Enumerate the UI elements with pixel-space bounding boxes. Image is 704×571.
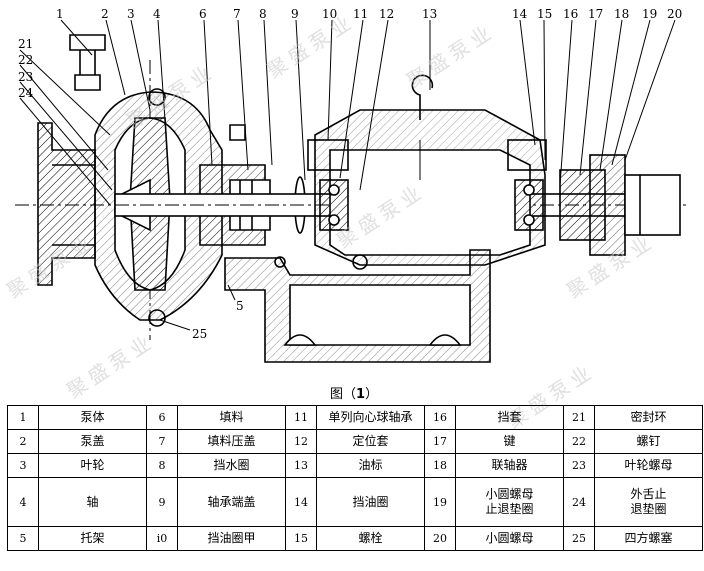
part-name-cell: 螺钉 [594,429,703,454]
callout-9: 9 [291,7,299,21]
callout-21: 21 [18,37,34,51]
callout-18: 18 [614,7,630,21]
part-number-cell: 14 [285,477,317,527]
callout-17: 17 [588,7,604,21]
caption-prefix: 图（ [330,387,357,402]
part-name-cell: 挡水圈 [177,453,286,478]
callout-13: 13 [422,7,438,21]
part-number-cell: 15 [285,526,317,551]
part-number-cell: 2 [7,429,39,454]
part-number-cell: 3 [7,453,39,478]
figure-caption: 图（1） [330,383,378,402]
part-name-cell: 填料压盖 [177,429,286,454]
part-name-cell: 挡油圈甲 [177,526,286,551]
part-name-cell: 单列向心球轴承 [316,405,425,430]
callout-6: 6 [199,7,207,21]
callout-11: 11 [353,7,369,21]
part-number-cell: 7 [146,429,178,454]
callout-3: 3 [127,7,135,21]
callout-16: 16 [563,7,579,21]
part-number-cell: 24 [563,477,595,527]
part-number-cell: i0 [146,526,178,551]
callout-19: 19 [642,7,658,21]
part-number-cell: 11 [285,405,317,430]
part-name-cell: 轴 [38,477,147,527]
part-number-cell: 21 [563,405,595,430]
part-name-cell: 填料 [177,405,286,430]
part-number-cell: 1 [7,405,39,430]
part-number-cell: 20 [424,526,456,551]
part-name-cell: 键 [455,429,564,454]
callout-7: 7 [233,7,241,21]
callout-23: 23 [18,70,34,84]
part-number-cell: 19 [424,477,456,527]
part-number-cell: 22 [563,429,595,454]
callout-25: 25 [192,327,208,341]
part-name-cell: 泵体 [38,405,147,430]
caption-suffix: ） [365,387,379,402]
part-number-cell: 23 [563,453,595,478]
callout-10: 10 [322,7,338,21]
part-name-cell: 四方螺塞 [594,526,703,551]
part-number-cell: 6 [146,405,178,430]
callout-22: 22 [18,53,34,67]
part-name-cell: 轴承端盖 [177,477,286,527]
part-number-cell: 12 [285,429,317,454]
callout-14: 14 [512,7,528,21]
part-name-cell: 叶轮螺母 [594,453,703,478]
callout-15: 15 [537,7,553,21]
caption-number: 1 [356,387,366,402]
pump-assembly-drawing [15,19,690,363]
part-number-cell: 4 [7,477,39,527]
part-name-cell: 定位套 [316,429,425,454]
part-number-cell: 5 [7,526,39,551]
callout-2: 2 [101,7,109,21]
part-number-cell: 13 [285,453,317,478]
part-name-cell: 小圆螺母 [455,526,564,551]
callout-24: 24 [18,86,34,100]
callout-20: 20 [667,7,683,21]
part-number-cell: 18 [424,453,456,478]
part-name-cell: 油标 [316,453,425,478]
callout-5: 5 [236,299,244,313]
part-name-cell: 挡套 [455,405,564,430]
part-name-cell: 外舌止 退垫圈 [594,477,703,527]
part-number-cell: 25 [563,526,595,551]
callout-12: 12 [379,7,395,21]
part-name-cell: 密封环 [594,405,703,430]
part-name-cell: 托架 [38,526,147,551]
pump-cross-section [15,19,690,363]
part-name-cell: 挡油圈 [316,477,425,527]
part-name-cell: 叶轮 [38,453,147,478]
callout-1: 1 [56,7,64,21]
part-number-cell: 8 [146,453,178,478]
part-name-cell: 螺栓 [316,526,425,551]
part-number-cell: 16 [424,405,456,430]
part-number-cell: 9 [146,477,178,527]
part-name-cell: 小圆螺母 止退垫圈 [455,477,564,527]
callout-4: 4 [153,7,161,21]
part-name-cell: 联轴器 [455,453,564,478]
callout-8: 8 [259,7,267,21]
part-number-cell: 17 [424,429,456,454]
part-name-cell: 泵盖 [38,429,147,454]
